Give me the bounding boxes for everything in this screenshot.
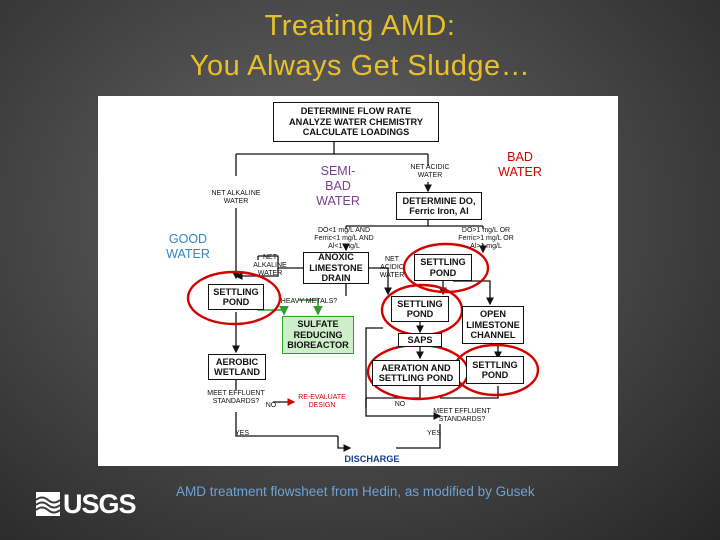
- label-meet-effluent-right: MEET EFFLUENT STANDARDS?: [433, 408, 491, 423]
- label-re-evaluate-design: RE-EVALUATE DESIGN: [298, 394, 346, 409]
- label-do-low: DO<1 mg/L AND Ferric<1 mg/L AND Al<1 mg/…: [314, 227, 374, 250]
- box-settling-pond-mid: SETTLING POND: [391, 296, 449, 322]
- label-yes-left: YES: [234, 430, 249, 437]
- label-net-alkaline-small: NET ALKALINE WATER: [253, 254, 287, 277]
- usgs-logo-text: USGS: [63, 489, 137, 519]
- label-net-alkaline-water: NET ALKALINE WATER: [211, 190, 261, 205]
- box-settling-pond-right: SETTLING POND: [466, 356, 524, 384]
- label-yes-right: YES: [426, 430, 441, 437]
- usgs-logo: USGS: [36, 489, 137, 519]
- box-settling-pond-top-right: SETTLING POND: [414, 254, 472, 281]
- box-settling-pond-left: SETTLING POND: [208, 284, 264, 310]
- label-net-acidic-water: NET ACIDIC WATER: [410, 164, 450, 179]
- box-determine-do: DETERMINE DO, Ferric Iron, Al: [396, 192, 482, 220]
- box-aeration-settling-pond: AERATION AND SETTLING POND: [372, 360, 460, 386]
- box-aerobic-wetland: AEROBIC WETLAND: [208, 354, 266, 380]
- label-no-mid: NO: [394, 401, 406, 408]
- box-sulfate-reducing-bioreactor: SULFATE REDUCING BIOREACTOR: [282, 316, 354, 354]
- box-determine-flow-rate: DETERMINE FLOW RATE ANALYZE WATER CHEMIS…: [273, 102, 439, 142]
- box-saps: SAPS: [398, 333, 442, 347]
- flowsheet-diagram: DETERMINE FLOW RATE ANALYZE WATER CHEMIS…: [98, 96, 618, 466]
- slide-title-line1: Treating AMD:: [264, 10, 456, 42]
- label-bad-water: BAD WATER: [498, 150, 542, 179]
- usgs-wave-icon: [36, 492, 60, 516]
- box-open-limestone-channel: OPEN LIMESTONE CHANNEL: [462, 306, 524, 344]
- box-anoxic-limestone-drain: ANOXIC LIMESTONE DRAIN: [303, 252, 369, 284]
- highlight-circle-settling-top-right: [402, 242, 490, 294]
- label-no-left: NO: [265, 402, 277, 409]
- label-heavy-metals: HEAVY METALS?: [280, 298, 338, 305]
- label-meet-effluent-left: MEET EFFLUENT STANDARDS?: [207, 390, 265, 405]
- highlight-circle-settling-left: [186, 270, 282, 326]
- label-good-water: GOOD WATER: [166, 232, 210, 261]
- label-do-high: DO>1 mg/L OR Ferric>1 mg/L OR Al>1 mg/L: [458, 227, 514, 250]
- figure-caption: AMD treatment flowsheet from Hedin, as m…: [176, 484, 535, 499]
- label-semi-bad-water: SEMI- BAD WATER: [316, 164, 360, 208]
- label-net-acidic-small: NET ACIDIC WATER: [379, 256, 405, 279]
- box-discharge: DISCHARGE: [336, 452, 408, 466]
- slide-title-line2: You Always Get Sludge…: [189, 50, 531, 82]
